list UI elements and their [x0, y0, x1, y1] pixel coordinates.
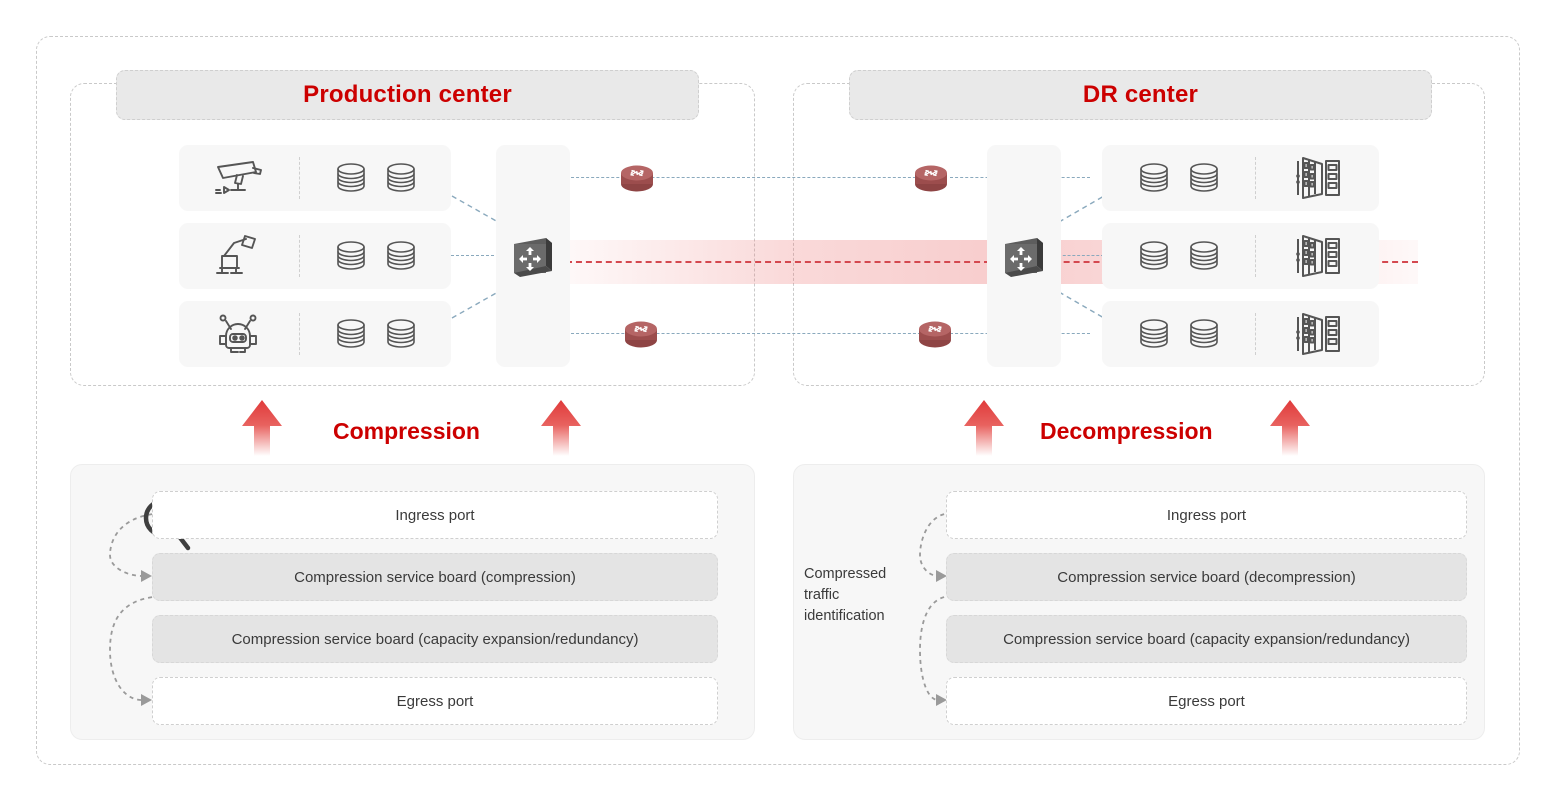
router-icon	[911, 160, 951, 194]
table-row	[179, 145, 451, 211]
device-cell	[179, 301, 299, 367]
storage-cell	[1102, 223, 1255, 289]
network-switch-icon	[1005, 238, 1043, 277]
router-icon	[915, 316, 955, 350]
database-icon	[386, 241, 415, 270]
storage-cell	[300, 223, 451, 289]
database-icon	[386, 319, 415, 348]
server-rack-icon	[1295, 157, 1340, 199]
dr-center-title: DR center	[849, 70, 1432, 120]
database-icon	[336, 163, 365, 192]
cell-divider	[299, 157, 301, 199]
device-cell	[1256, 223, 1379, 289]
device-cell	[179, 223, 299, 289]
network-switch-icon	[514, 238, 552, 277]
compression-service-board-capacity-right[interactable]: Compression service board (capacity expa…	[946, 615, 1467, 663]
compression-service-board-decompression[interactable]: Compression service board (decompression…	[946, 553, 1467, 601]
storage-cell	[300, 301, 451, 367]
security-camera-icon	[215, 161, 263, 194]
cell-divider	[1255, 235, 1257, 277]
device-cell	[1256, 301, 1379, 367]
compression-label: Compression	[333, 418, 480, 444]
ingress-port-left[interactable]: Ingress port	[152, 491, 718, 539]
router-icon	[621, 316, 661, 350]
compression-service-board-compression[interactable]: Compression service board (compression)	[152, 553, 718, 601]
ingress-port-right[interactable]: Ingress port	[946, 491, 1467, 539]
link-dr-mid-switch	[1058, 255, 1104, 256]
egress-port-left[interactable]: Egress port	[152, 677, 718, 725]
database-icon	[1189, 241, 1218, 270]
link-prod-upper-router	[566, 177, 926, 178]
link-prod-lower-router	[566, 333, 926, 334]
database-icon	[1139, 241, 1168, 270]
compressed-traffic-identification-label: Compressed traffic identification	[804, 566, 887, 625]
database-icon	[1139, 163, 1168, 192]
storage-cell	[300, 145, 451, 211]
cell-divider	[299, 313, 301, 355]
database-icon	[1189, 163, 1218, 192]
egress-port-right[interactable]: Egress port	[946, 677, 1467, 725]
device-cell	[1256, 145, 1379, 211]
table-row	[1102, 223, 1379, 289]
storage-cell	[1102, 301, 1255, 367]
table-row	[179, 223, 451, 289]
database-icon	[336, 319, 365, 348]
cell-divider	[299, 235, 301, 277]
dr-switch-container	[987, 145, 1061, 367]
table-row	[1102, 301, 1379, 367]
link-prod-mid-switch	[451, 255, 499, 256]
table-row	[1102, 145, 1379, 211]
compression-service-board-capacity-left[interactable]: Compression service board (capacity expa…	[152, 615, 718, 663]
robot-arm-icon	[216, 235, 257, 274]
cell-divider	[1255, 313, 1257, 355]
database-icon	[386, 163, 415, 192]
database-icon	[1189, 319, 1218, 348]
database-icon	[1139, 319, 1168, 348]
server-rack-icon	[1295, 313, 1340, 355]
robot-head-icon	[219, 314, 258, 353]
outer-dashed-frame	[36, 36, 1520, 765]
cell-divider	[1255, 157, 1257, 199]
storage-cell	[1102, 145, 1255, 211]
production-switch-container	[496, 145, 570, 367]
database-icon	[336, 241, 365, 270]
device-cell	[179, 145, 299, 211]
decompression-label: Decompression	[1040, 418, 1213, 444]
server-rack-icon	[1295, 235, 1340, 277]
production-center-title: Production center	[116, 70, 699, 120]
router-icon	[617, 160, 657, 194]
table-row	[179, 301, 451, 367]
